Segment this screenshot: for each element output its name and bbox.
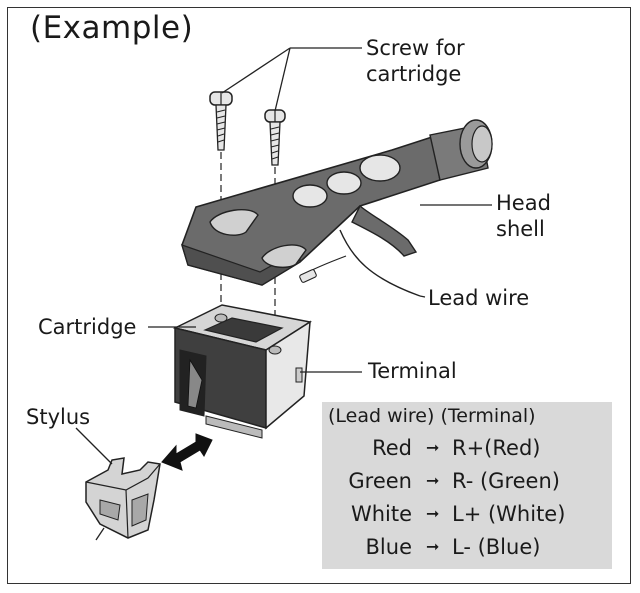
label-stylus: Stylus (26, 405, 91, 429)
diagram-title: (Example) (30, 10, 194, 46)
label-screw-for-cartridge: Screw for cartridge (366, 36, 465, 86)
arrow-right-icon: ➞ (426, 471, 440, 490)
label-cartridge: Cartridge (38, 315, 137, 339)
wiring-row-blue: Blue ➞ L- (Blue) (322, 535, 612, 567)
head-shell (181, 119, 493, 286)
terminal-name: R+(Red) (452, 436, 541, 460)
arrow-right-icon: ➞ (426, 537, 440, 556)
label-lead-wire: Lead wire (428, 286, 530, 310)
stylus (85, 457, 161, 541)
wire-color: Blue (365, 535, 412, 559)
wiring-row-red: Red ➞ R+(Red) (322, 436, 612, 468)
insert-direction-arrow (161, 433, 213, 471)
wiring-row-green: Green ➞ R- (Green) (322, 469, 612, 501)
wiring-row-white: White ➞ L+ (White) (322, 502, 612, 534)
terminal-name: L+ (White) (452, 502, 566, 526)
arrow-right-icon: ➞ (426, 438, 440, 457)
label-terminal: Terminal (368, 359, 457, 383)
cartridge-body (172, 304, 312, 439)
wire-color: Red (372, 436, 412, 460)
screw-left (209, 91, 233, 151)
wiring-table: (Lead wire) (Terminal) Red ➞ R+(Red) Gre… (322, 402, 612, 569)
wire-color: Green (348, 469, 412, 493)
wiring-table-header: (Lead wire) (Terminal) (328, 405, 536, 427)
label-head-shell: Head shell (496, 191, 551, 241)
terminal-name: L- (Blue) (452, 535, 541, 559)
arrow-right-icon: ➞ (426, 504, 440, 523)
header-terminal: (Terminal) (440, 405, 536, 427)
screw-right (264, 109, 286, 166)
wire-color: White (350, 502, 412, 526)
header-lead-wire: (Lead wire) (328, 405, 435, 427)
terminal-name: R- (Green) (452, 469, 560, 493)
